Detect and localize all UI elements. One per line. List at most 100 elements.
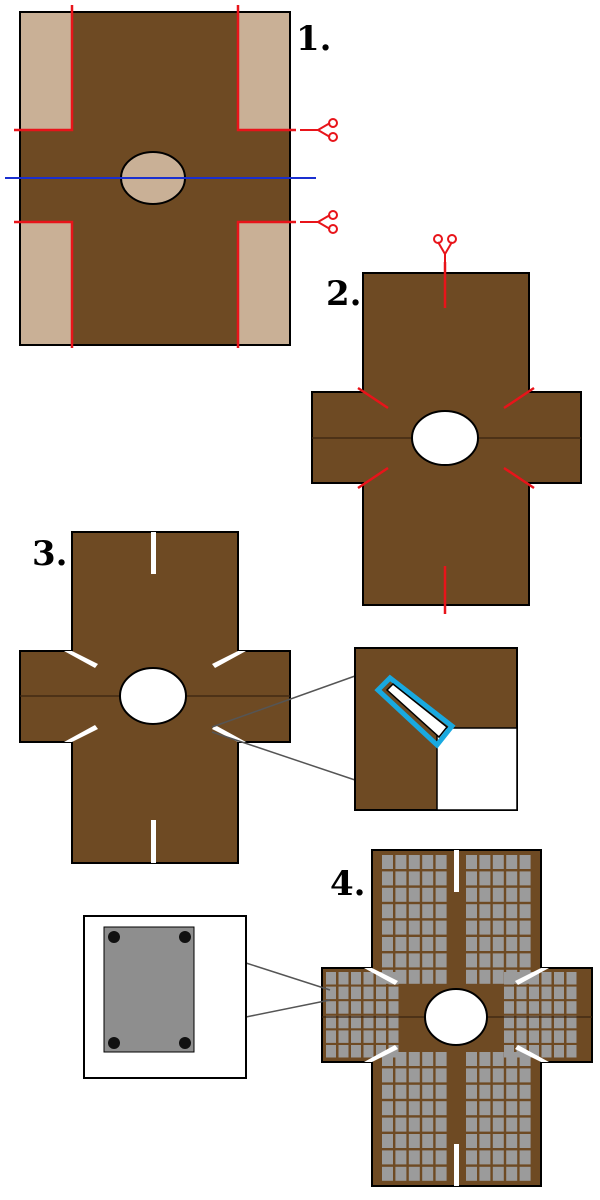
solar-cell-tile <box>541 1001 552 1014</box>
mounting-dot <box>179 931 191 943</box>
solar-cell-tile <box>382 937 393 951</box>
solar-cell-tile <box>466 920 477 935</box>
solar-cell-tile <box>466 1101 477 1116</box>
solar-cell-tile-detail <box>103 926 195 1053</box>
step-2-group: 2. <box>311 234 582 614</box>
solar-cell-tile <box>326 986 336 1000</box>
solar-cell-tile <box>554 986 564 1000</box>
solar-cell-tile <box>376 972 386 985</box>
solar-cell-tile <box>435 1134 447 1148</box>
solar-cell-tile <box>519 953 531 968</box>
solar-cell-tile <box>382 904 393 919</box>
solar-cell-tile <box>466 1166 477 1181</box>
solar-cell-tile <box>422 1150 434 1165</box>
solar-cell-tile <box>492 953 504 968</box>
solar-cell-tile <box>492 871 504 886</box>
solar-cell-tile <box>382 1052 393 1066</box>
solar-cell-tile <box>382 1117 393 1132</box>
solar-cell-tile <box>506 1117 518 1132</box>
solar-cell-tile <box>388 1001 399 1014</box>
solar-cell-tile <box>395 1134 407 1148</box>
solar-cell-tile <box>519 1134 531 1148</box>
solar-cell-tile <box>529 1001 539 1014</box>
solar-cell-tiles <box>326 855 577 1181</box>
solar-cell-tile <box>395 871 407 886</box>
solar-cell-tile <box>422 904 434 919</box>
solar-cell-tile <box>506 1084 518 1099</box>
solar-cell-tile <box>506 904 518 919</box>
solar-cell-tile <box>376 1001 386 1014</box>
solar-cell-tile <box>382 855 393 869</box>
step-number: 2. <box>326 274 362 314</box>
solar-cell-tile <box>326 1030 336 1043</box>
solar-cell-tile <box>408 953 420 968</box>
solar-cell-tile <box>529 1015 539 1029</box>
step-3-detail-inset <box>354 647 518 811</box>
solar-cell-tile <box>382 1101 393 1116</box>
solar-cell-tile <box>435 1117 447 1132</box>
solar-cell-tile <box>541 1030 552 1043</box>
solar-cell-tile <box>408 969 420 984</box>
solar-cell-tile <box>566 986 577 1000</box>
solar-cell-tile <box>408 855 420 869</box>
solar-cell-tile <box>422 953 434 968</box>
solar-cell-tile <box>519 871 531 886</box>
step-1-group: 1. <box>5 5 338 348</box>
solar-cell-tile <box>529 1030 539 1043</box>
solar-cell-tile <box>395 1068 407 1083</box>
solar-cell-tile <box>435 1052 447 1066</box>
solar-cell-tile <box>516 1015 527 1029</box>
solar-cell-tile <box>504 1015 514 1029</box>
solar-cell-tile <box>351 972 361 985</box>
solar-cell-tile <box>492 855 504 869</box>
solar-cell-tile <box>492 1134 504 1148</box>
solar-cell-tile <box>519 887 531 902</box>
solar-cell-tile <box>466 1052 477 1066</box>
solar-cell-tile <box>566 1030 577 1043</box>
solar-cell-tile <box>326 1001 336 1014</box>
solar-cell-tile <box>382 920 393 935</box>
solar-cell-tile <box>554 1030 564 1043</box>
solar-cell-tile <box>519 920 531 935</box>
solar-cell-tile <box>422 1117 434 1132</box>
solar-cell-tile <box>479 1166 491 1181</box>
solar-cell-tile <box>519 1117 531 1132</box>
solar-cell-tile <box>466 904 477 919</box>
step-number: 4. <box>330 864 366 904</box>
solar-cell-tile <box>529 986 539 1000</box>
solar-cell-tile <box>554 1001 564 1014</box>
step-number: 3. <box>32 534 68 574</box>
solar-cell-tile <box>566 972 577 985</box>
solar-cell-tile <box>395 1150 407 1165</box>
solar-cell-tile <box>408 887 420 902</box>
step-2-center-hole <box>411 410 479 466</box>
solar-cell-tile <box>338 972 349 985</box>
solar-cell-tile <box>363 972 374 985</box>
solar-cell-tile <box>519 1150 531 1165</box>
solar-cell-tile <box>338 1015 349 1029</box>
solar-cell-tile <box>479 904 491 919</box>
mounting-dot <box>179 1037 191 1049</box>
solar-cell-tile <box>506 953 518 968</box>
solar-cell-tile <box>435 855 447 869</box>
solar-cell-tile <box>351 1030 361 1043</box>
solar-cell-tile <box>492 969 504 984</box>
solar-cell-tile <box>506 887 518 902</box>
solar-cell-tile <box>541 1045 552 1058</box>
solar-cell-tile <box>382 953 393 968</box>
solar-cell-tile <box>422 871 434 886</box>
solar-cell-tile <box>382 1084 393 1099</box>
solar-cell-tile <box>376 1015 386 1029</box>
solar-cell-tile <box>492 937 504 951</box>
solar-cell-tile <box>519 1052 531 1066</box>
solar-cell-tile <box>435 953 447 968</box>
solar-cell-tile <box>408 871 420 886</box>
solar-cell-tile <box>395 887 407 902</box>
solar-cell-tile <box>435 871 447 886</box>
solar-cell-tile <box>479 937 491 951</box>
solar-cell-tile <box>395 904 407 919</box>
mounting-dot <box>108 1037 120 1049</box>
solar-cell-tile <box>504 1030 514 1043</box>
solar-cell-tile <box>382 871 393 886</box>
